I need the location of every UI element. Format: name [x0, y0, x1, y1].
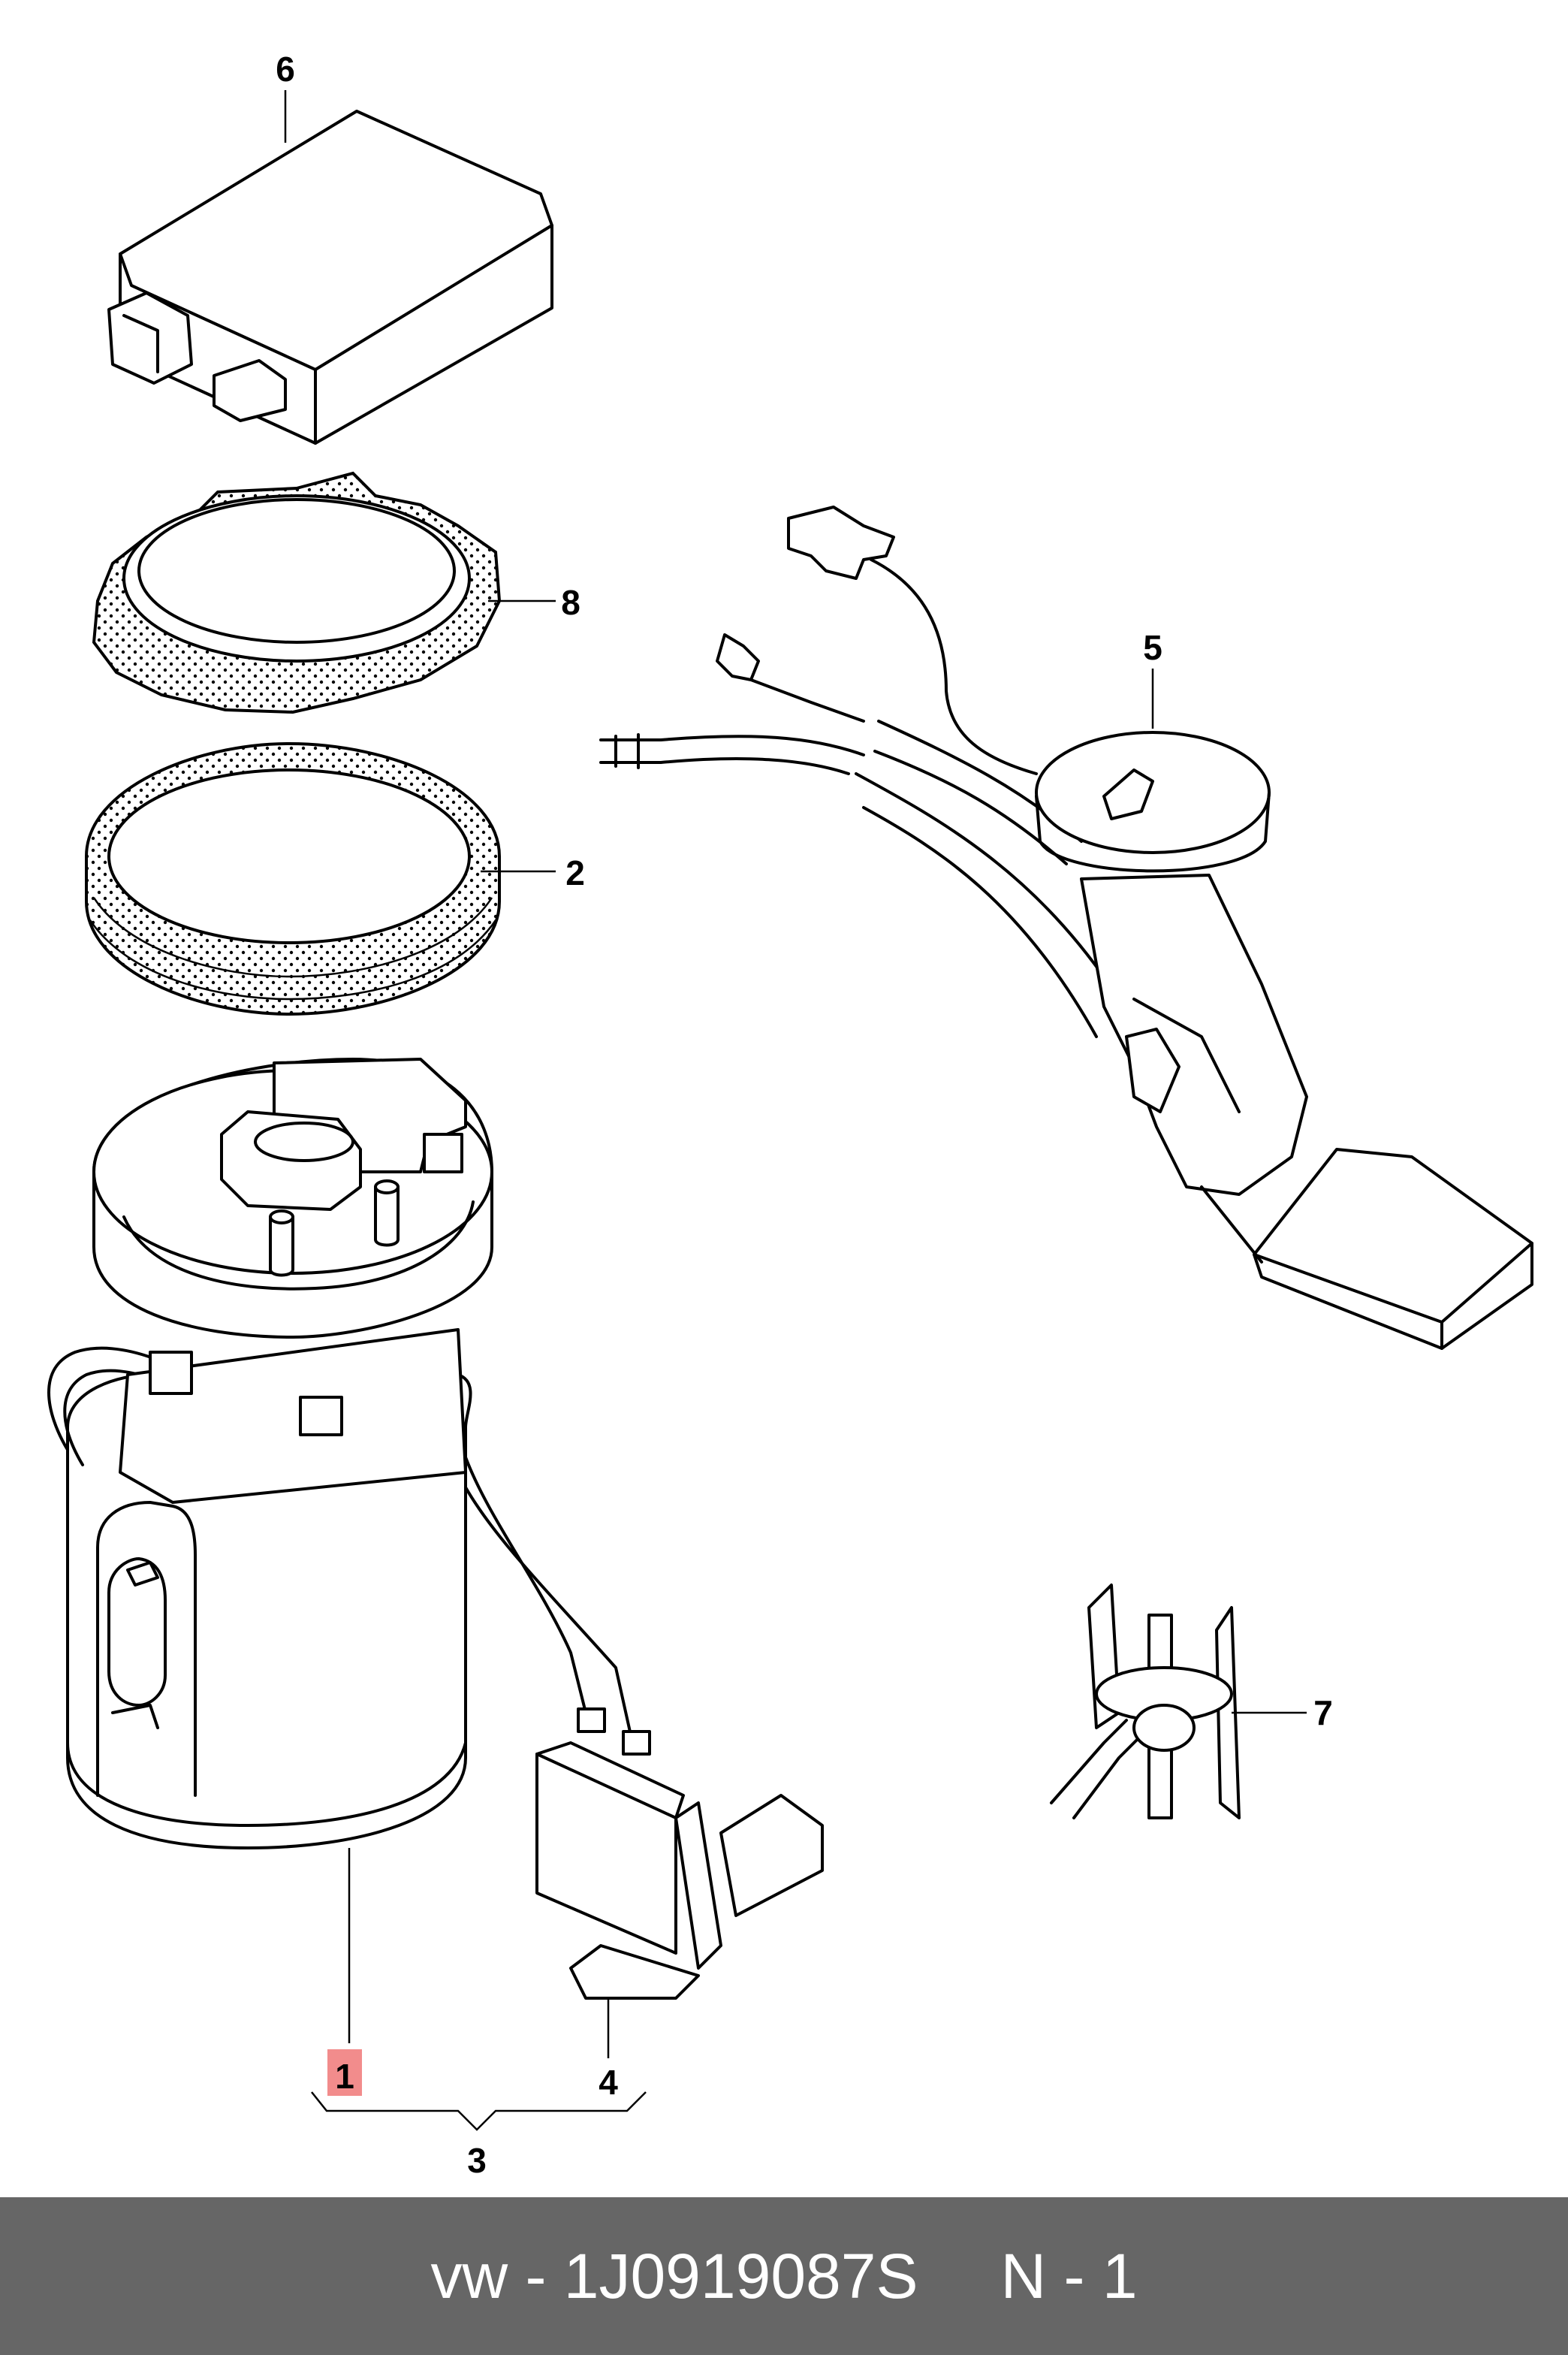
- highlight-box: [327, 2049, 362, 2096]
- leader-lines: [284, 90, 1307, 2131]
- level-sender: [599, 506, 1533, 1350]
- part-labels: 1 2 3 4 5 6 7 8: [276, 50, 1333, 2180]
- fuel-pump-module: [47, 1058, 651, 1849]
- label-4: 4: [599, 2063, 618, 2102]
- footer-bar: vw - 1J0919087S N - 1: [0, 2197, 1568, 2355]
- bracket: [535, 1741, 824, 2000]
- label-8: 8: [561, 583, 580, 622]
- page-indicator: N - 1: [1000, 2240, 1138, 2311]
- flat-gasket: [92, 471, 502, 714]
- label-3: 3: [467, 2141, 487, 2180]
- threaded-ring: [85, 741, 501, 1016]
- label-7: 7: [1313, 1693, 1333, 1732]
- parts-diagram: 1 2 3 4 5 6 7 8: [47, 50, 1533, 2180]
- label-2: 2: [565, 853, 585, 892]
- part-number: vw - 1J0919087S: [430, 2240, 918, 2311]
- label-5: 5: [1143, 628, 1162, 667]
- label-1: 1: [335, 2057, 354, 2096]
- control-unit: [107, 110, 553, 445]
- retaining-clip: [1050, 1584, 1241, 1819]
- label-6: 6: [276, 50, 295, 89]
